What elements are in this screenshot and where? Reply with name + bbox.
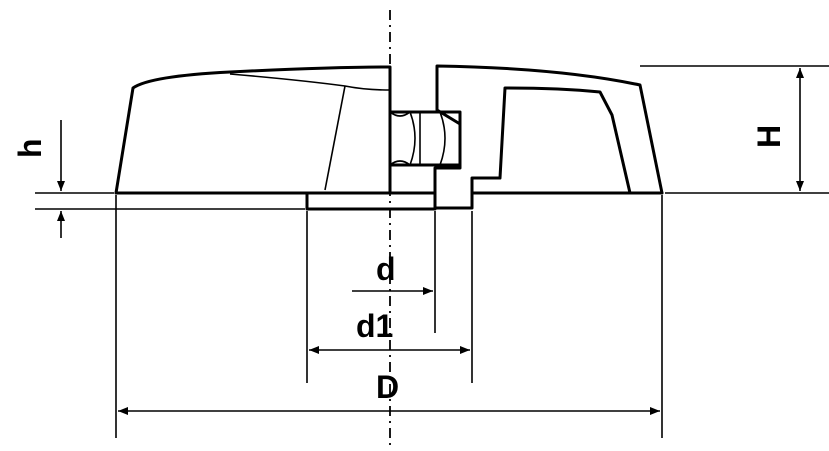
label-d: d — [376, 251, 396, 287]
label-D: D — [376, 369, 399, 405]
dimension-d: d — [352, 251, 433, 295]
dimension-d1: d1 — [309, 308, 470, 354]
hex-nut — [388, 110, 462, 167]
base-collar — [114, 191, 664, 211]
label-d1: d1 — [356, 308, 393, 344]
knob-body-left — [114, 65, 392, 195]
knob-body-section — [433, 64, 664, 210]
dimension-h: h — [12, 120, 65, 238]
dimension-D: D — [118, 369, 660, 415]
dimension-H: H — [751, 68, 804, 191]
label-h: h — [12, 138, 48, 158]
extension-lines — [35, 65, 829, 438]
label-H: H — [751, 125, 787, 148]
